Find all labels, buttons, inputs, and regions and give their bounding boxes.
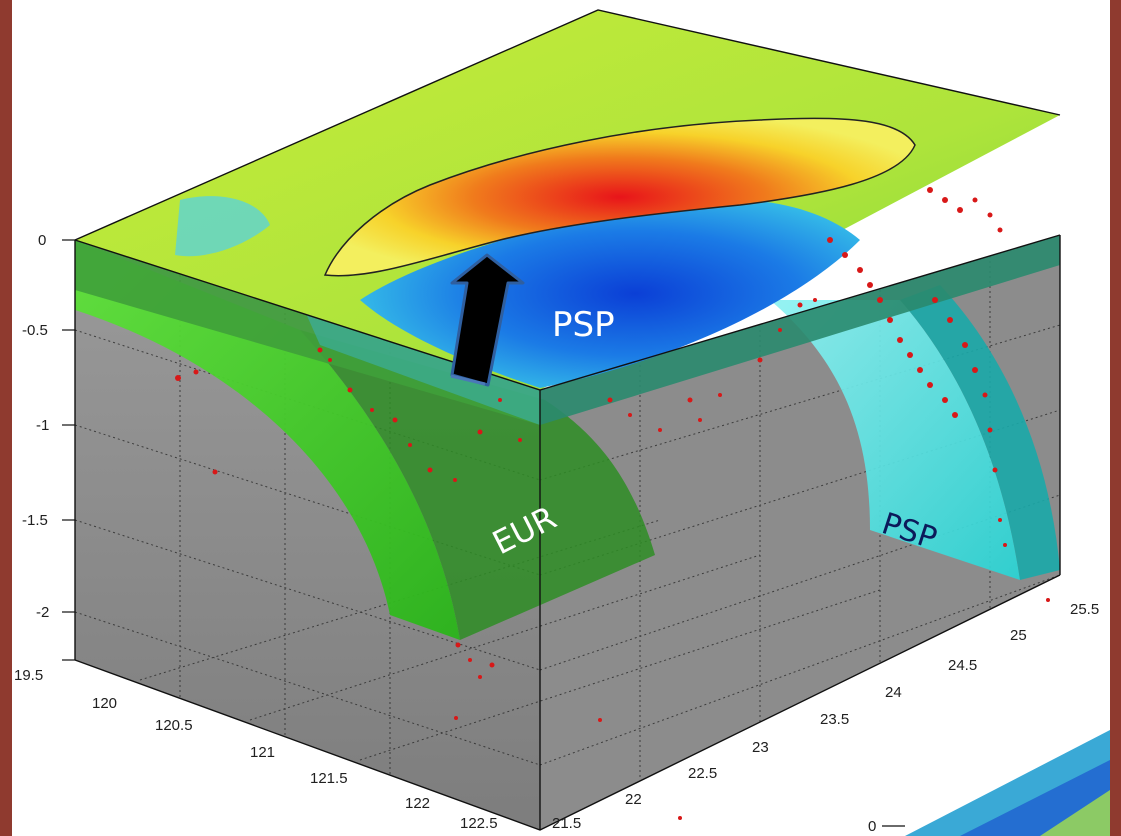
y-tick-5: 24	[885, 684, 902, 701]
psp-slab	[770, 300, 1020, 580]
y-tick-3: 23	[752, 739, 769, 756]
ocean-west-patch	[175, 196, 270, 257]
x-tick-2: 120.5	[155, 717, 193, 734]
y-tick-0: 21.5	[552, 815, 581, 832]
psp-slab-side	[900, 285, 1060, 580]
label-psp-top: PSP	[552, 305, 615, 345]
inset-figure-partial	[882, 730, 1110, 836]
x-tick-0: 19.5	[14, 667, 43, 684]
y-tick-7: 25	[1010, 627, 1027, 644]
z-tick-0: 0	[38, 232, 46, 249]
z-tick-3: -1.5	[22, 512, 48, 529]
island-landmass	[323, 117, 916, 277]
z-tick-1: -0.5	[22, 322, 48, 339]
y-tick-6: 24.5	[948, 657, 977, 674]
arrow-up-icon	[450, 253, 525, 387]
earthquake-points	[175, 187, 1052, 820]
y-tick-8: 25.5	[1070, 601, 1099, 618]
y-tick-1: 22	[625, 791, 642, 808]
frame-left-border	[0, 0, 12, 836]
x-tick-6: 122.5	[460, 815, 498, 832]
y-tick-4: 23.5	[820, 711, 849, 728]
box-edges	[74, 9, 1061, 831]
x-tick-4: 121.5	[310, 770, 348, 787]
z-tick-2: -1	[36, 417, 49, 434]
x-tick-1: 120	[92, 695, 117, 712]
tick-marks	[62, 239, 75, 661]
y-tick-2: 22.5	[688, 765, 717, 782]
inset-z-tick-0: 0	[868, 818, 876, 835]
z-tick-4: -2	[36, 604, 49, 621]
x-tick-3: 121	[250, 744, 275, 761]
frame-right-border	[1110, 0, 1121, 836]
eur-slab-side	[300, 330, 655, 640]
eur-slab	[75, 240, 460, 640]
x-tick-5: 122	[405, 795, 430, 812]
top-plate-front-right	[540, 235, 1060, 425]
